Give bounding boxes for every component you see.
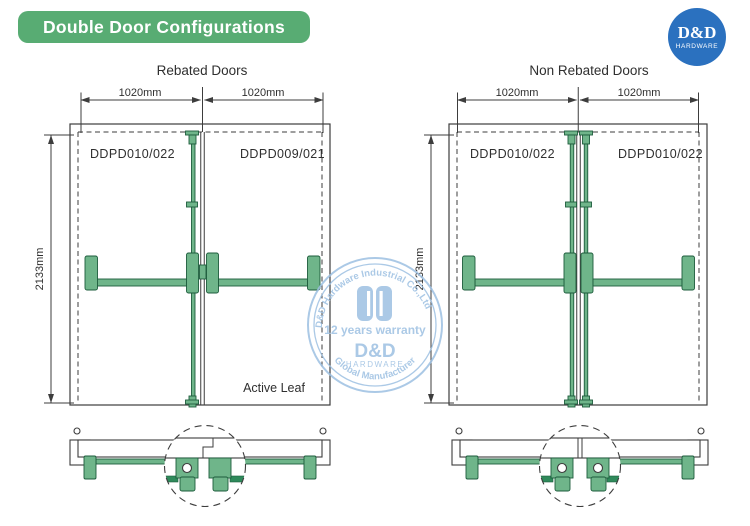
non-rebated-dim-height-label: 2133mm: [414, 248, 426, 291]
latch-hole-icon: [556, 462, 568, 474]
rim-panic-device: [206, 252, 321, 294]
rebated-right-leaf-label: DDPD009/021: [240, 147, 325, 161]
non-rebated-title: Non Rebated Doors: [529, 63, 649, 78]
rebated-dim-left-label: 1020mm: [119, 87, 162, 99]
latch-hole-icon: [592, 462, 604, 474]
watermark-warranty: 12 years warranty: [324, 323, 426, 337]
non-rebated-right-leaf-label: DDPD010/022: [618, 147, 703, 161]
non-rebated-height-dimension: 2133mm: [414, 134, 454, 404]
watermark-logo-icon: [357, 286, 392, 321]
hinge-pin-icon: [319, 427, 327, 435]
non-rebated-dim-right-label: 1020mm: [618, 87, 661, 99]
hinge-pin-icon: [73, 427, 81, 435]
page-title: Double Door Configurations: [42, 16, 286, 37]
rebated-dim-height-label: 2133mm: [34, 248, 46, 291]
rebated-width-dimension: 1020mm 1020mm: [80, 87, 324, 133]
rebated-door-frame: [69, 123, 331, 406]
logo-brand-text: D&D: [677, 23, 717, 42]
vertical-rod-panic-device-right: [579, 130, 695, 408]
company-logo: D&D HARDWARE: [668, 8, 726, 66]
hinge-pin-icon: [697, 427, 705, 435]
watermark-brand: D&D: [354, 341, 395, 362]
non-rebated-plan-view: [451, 424, 709, 508]
rebated-left-leaf-label: DDPD010/022: [90, 147, 175, 161]
rebated-title: Rebated Doors: [157, 63, 248, 78]
magnifier-circle: [538, 424, 622, 508]
active-leaf-note: Active Leaf: [243, 381, 305, 395]
latch-hole-icon: [181, 462, 193, 474]
rebated-meeting-stile-detail: [164, 437, 246, 492]
vertical-rod-panic-device-left: [462, 130, 578, 408]
vertical-rod-panic-device: [84, 130, 207, 408]
logo-sub-text: HARDWARE: [675, 43, 719, 50]
rebated-plan-view: [69, 424, 331, 508]
non-rebated-door-frame: [448, 123, 708, 406]
magnifier-circle: [163, 424, 247, 508]
watermark-stamp: D&D Hardware Industrial Co.,Ltd Global M…: [305, 257, 443, 393]
non-rebated-meeting-stile-detail: [539, 437, 621, 492]
non-rebated-width-dimension: 1020mm 1020mm: [457, 87, 699, 133]
rebated-door-diagram: Rebated Doors 1020mm 1020mm 2133mm: [34, 63, 331, 408]
non-rebated-dim-left-label: 1020mm: [496, 87, 539, 99]
rebated-height-dimension: 2133mm: [34, 134, 74, 404]
watermark-brand-sub: HARDWARE: [346, 360, 404, 369]
non-rebated-left-leaf-label: DDPD010/022: [470, 147, 555, 161]
non-rebated-door-diagram: Non Rebated Doors 1020mm 1020mm 2133mm: [414, 63, 708, 408]
rebated-dim-right-label: 1020mm: [242, 87, 285, 99]
page-title-banner: Double Door Configurations: [18, 11, 310, 43]
hinge-pin-icon: [455, 427, 463, 435]
